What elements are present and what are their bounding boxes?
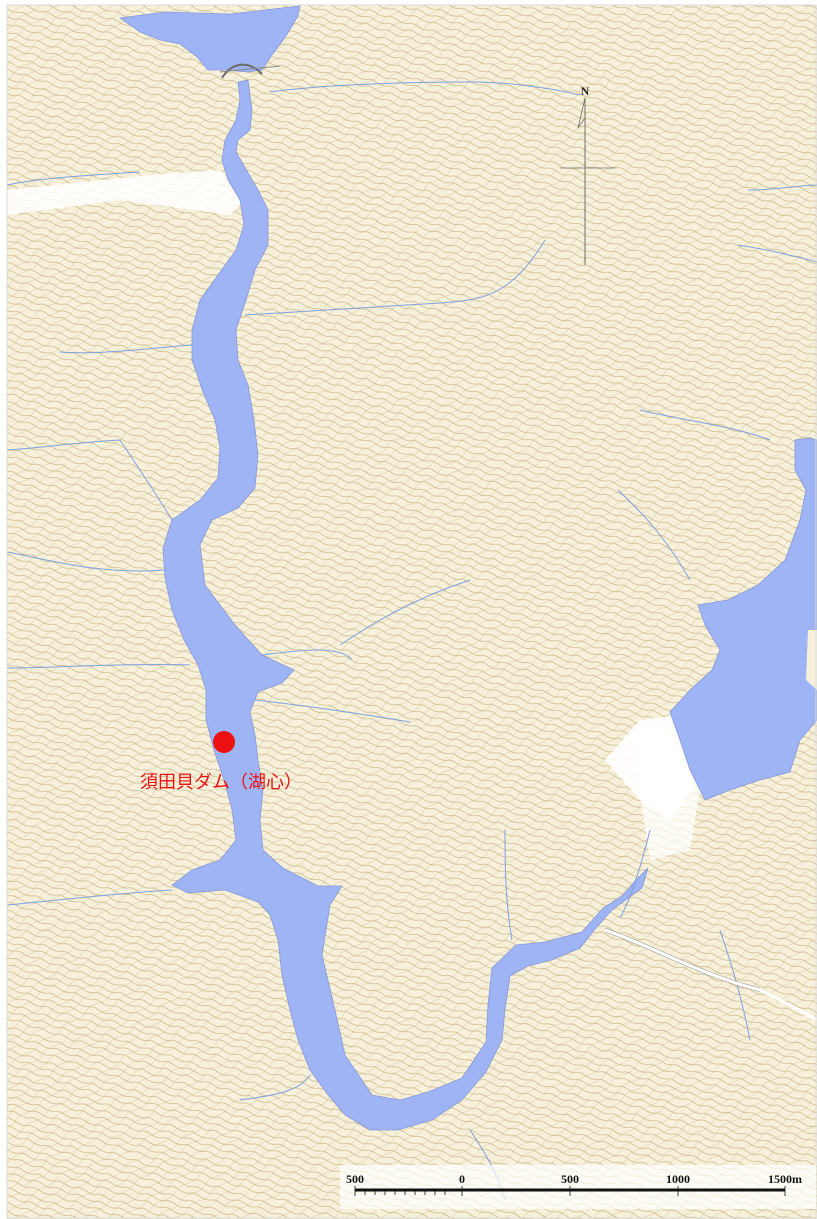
scale-label-0: 0	[459, 1172, 465, 1186]
dam-lake-center-marker	[213, 731, 235, 753]
scale-label-500: 500	[561, 1172, 579, 1186]
dam-road	[219, 65, 281, 73]
reservoir-main	[162, 79, 649, 1131]
north-label: N	[581, 84, 590, 98]
clearing-northwest	[7, 170, 245, 215]
roads	[604, 928, 817, 1022]
scale-label-500-left: 500	[346, 1172, 364, 1186]
site-label: 須田貝ダム（湖心）	[140, 772, 302, 793]
contour-pattern-b	[7, 5, 817, 1219]
scale-label-1000: 1000	[666, 1172, 690, 1186]
reservoir-north	[118, 5, 301, 73]
road-edges	[604, 927, 761, 993]
scale-label-1500m: 1500m	[768, 1172, 802, 1186]
scale-bar: 500 0 500 1000 1500m	[340, 1165, 816, 1209]
north-arrow	[560, 97, 615, 265]
dam-structure	[221, 63, 263, 79]
reservoir-east	[669, 437, 817, 801]
reservoir-east-inlet	[806, 630, 817, 690]
streams	[6, 81, 817, 1201]
map-border	[6, 4, 817, 1219]
clearing-east-slope	[630, 720, 700, 860]
